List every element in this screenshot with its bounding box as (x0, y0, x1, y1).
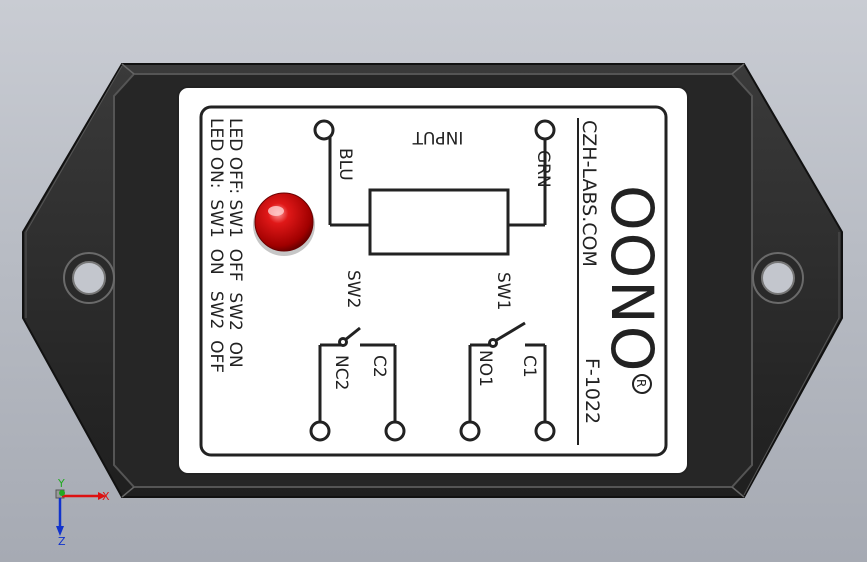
switch-blade-sw1 (494, 321, 526, 343)
terminal-label-c1: C1 (519, 355, 539, 378)
axis-triad: X Y Z (55, 477, 110, 548)
axis-x-arrow (98, 492, 106, 500)
terminal-label-c2: C2 (369, 355, 389, 378)
mounting-hole-left (63, 252, 115, 304)
brand-logo: OONO (598, 185, 666, 373)
brand-url: CZH-LABS.COM (578, 120, 600, 267)
terminal-no1 (459, 420, 481, 442)
coil (368, 188, 510, 256)
axis-z-label: Z (58, 535, 66, 548)
switch-blade-sw2 (344, 326, 361, 342)
axis-y-label: Y (57, 477, 65, 490)
axis-z-arrow (56, 526, 64, 536)
terminal-label-nc2: NC2 (331, 355, 351, 390)
terminal-c2 (384, 420, 406, 442)
terminal-nc2 (309, 420, 331, 442)
registered-mark-letter: R (634, 379, 648, 387)
switch-label-sw2: SW2 (343, 270, 363, 308)
terminal-blu (313, 119, 335, 141)
legend-line-2: LED ON: SW1 ON SW2 OFF (206, 118, 226, 373)
wire-label-grn: GRN (533, 150, 553, 188)
contact-sw1 (488, 338, 498, 348)
terminal-c1 (534, 420, 556, 442)
switch-label-sw1: SW1 (493, 272, 513, 310)
input-title: INPUT (412, 127, 463, 147)
wire-label-blu: BLU (335, 148, 355, 181)
registered-mark: R (632, 374, 652, 394)
axis-x-label: X (102, 490, 110, 503)
label-plate (177, 86, 689, 475)
legend-line-1: LED OFF: SW1 OFF SW2 ON (225, 118, 245, 368)
label-contents (309, 118, 579, 445)
led-indicator (253, 192, 315, 256)
terminal-grn (534, 119, 556, 141)
model-number: F-1022 (581, 358, 603, 424)
mounting-hole-right (752, 252, 804, 304)
axis-y-dot (59, 490, 65, 496)
contact-sw2 (338, 337, 348, 347)
terminal-label-no1: NO1 (475, 350, 495, 387)
